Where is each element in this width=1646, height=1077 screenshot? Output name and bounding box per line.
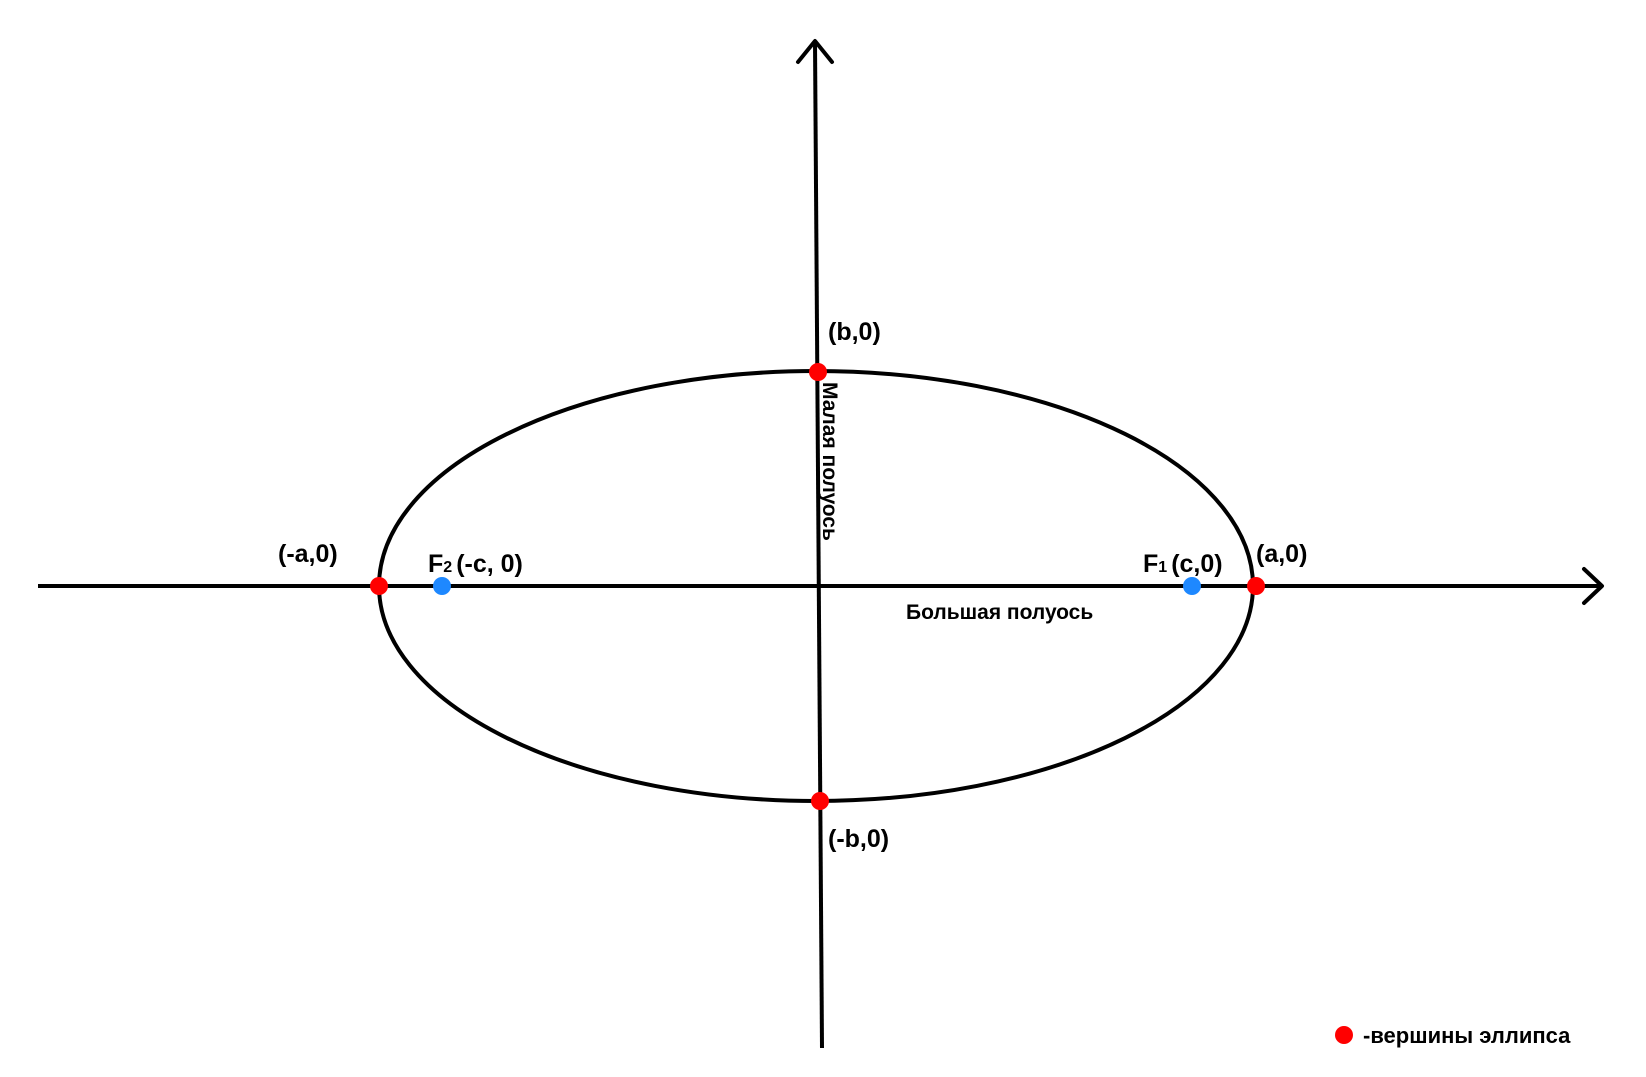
vertex-top-point — [809, 363, 827, 381]
focus-1-coords: (c,0) — [1171, 550, 1222, 578]
vertex-right-point — [1247, 577, 1265, 595]
focus-1-label: F1(c,0) — [1143, 550, 1223, 578]
focus-2-point — [433, 577, 451, 595]
vertex-left-label: (-a,0) — [278, 540, 338, 568]
vertex-right-label: (a,0) — [1256, 540, 1307, 568]
focus-2-label: F2(-c, 0) — [428, 550, 523, 578]
vertex-top-label: (b,0) — [828, 318, 881, 346]
y-axis-arrowhead — [796, 39, 834, 64]
x-axis-arrowhead — [1582, 567, 1604, 605]
focus-1-index: 1 — [1158, 559, 1167, 576]
focus-2-letter: F — [428, 550, 443, 578]
y-axis — [813, 41, 824, 1049]
minor-axis-label: Малая полуось — [818, 382, 841, 541]
legend-vertex-marker — [1335, 1026, 1353, 1044]
vertex-bottom-point — [811, 792, 829, 810]
focus-1-point — [1183, 577, 1201, 595]
focus-2-index: 2 — [443, 559, 452, 576]
vertex-bottom-label: (-b,0) — [828, 825, 889, 853]
vertex-left-point — [370, 577, 388, 595]
major-axis-label: Большая полуось — [906, 601, 1093, 624]
legend-label: -вершины эллипса — [1363, 1023, 1571, 1048]
focus-1-letter: F — [1143, 550, 1158, 578]
focus-2-coords: (-c, 0) — [456, 550, 523, 578]
